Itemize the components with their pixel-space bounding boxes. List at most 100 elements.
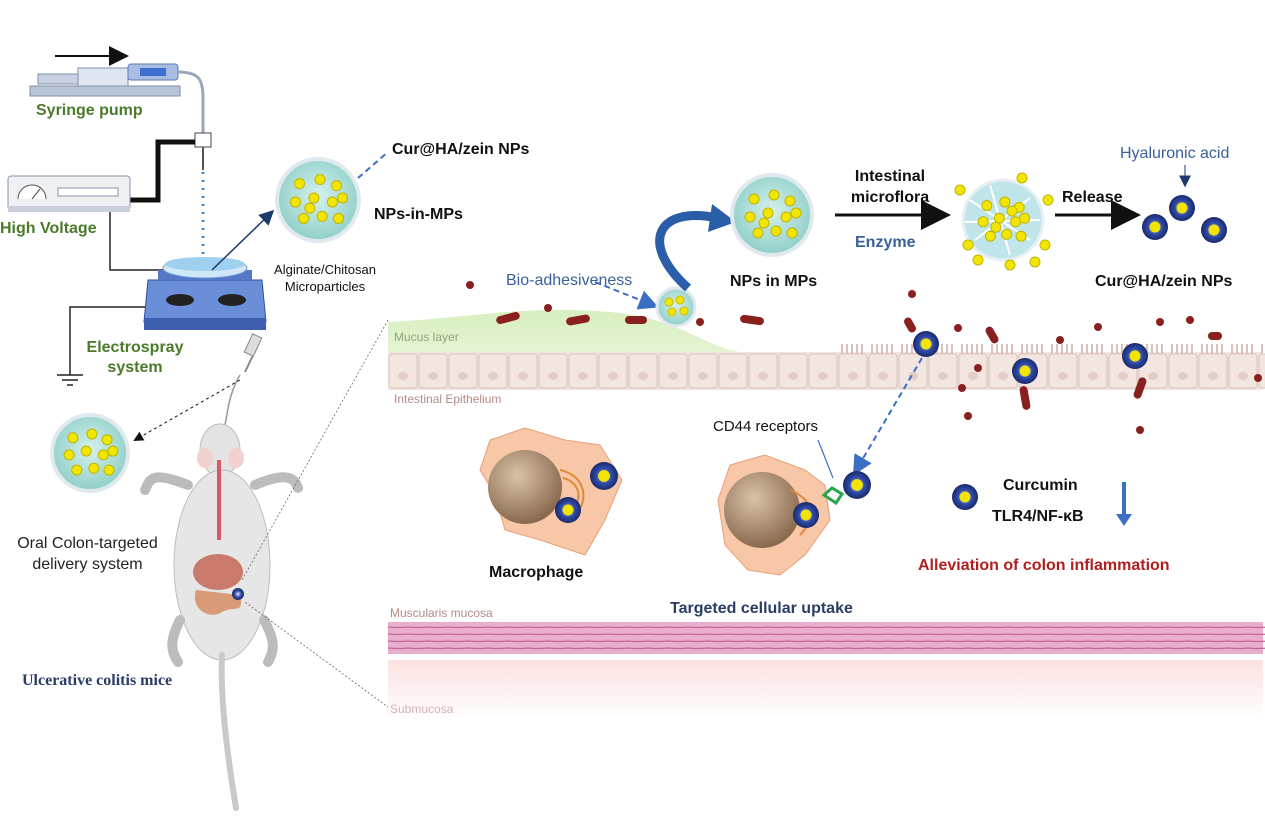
- coccus-bacterium: [1156, 318, 1164, 326]
- coccus-bacterium: [908, 290, 916, 298]
- cd44-receptors-label: CD44 receptors: [713, 418, 819, 435]
- yellow-nanoparticle-dot: [101, 434, 113, 446]
- epithelial-cell: [658, 353, 688, 389]
- cell-nucleus: [698, 372, 708, 380]
- yellow-nanoparticle-dot: [1015, 230, 1027, 242]
- enzyme-label: Enzyme: [855, 234, 916, 251]
- rod-bacterium: [1208, 332, 1222, 340]
- muscle-fibre: [387, 647, 1265, 650]
- high-voltage-generator-icon: [7, 175, 131, 212]
- syringe-pump-icon: [29, 46, 205, 135]
- yellow-nanoparticle-dot: [990, 221, 1002, 233]
- rod-bacterium: [904, 317, 916, 333]
- epithelial-cell: [538, 353, 568, 389]
- high-voltage-label: High Voltage: [0, 220, 97, 237]
- muscle-fibre: [387, 640, 1265, 643]
- yellow-nanoparticle-dot: [86, 428, 98, 440]
- hyaluronic-acid-label: Hyaluronic acid: [1120, 145, 1230, 162]
- nps-in-mps-lumen-label: NPs in MPs: [730, 273, 818, 290]
- cell-nucleus: [668, 372, 678, 380]
- curcumin-core: [1176, 202, 1188, 214]
- oral-system-label-1: Oral Colon-targeted: [17, 535, 158, 552]
- rod-bacterium: [1019, 386, 1031, 410]
- coccus-bacterium: [1094, 323, 1102, 331]
- bio-adhesiveness-label: Bio-adhesiveness: [506, 272, 633, 289]
- yellow-nanoparticle-dot: [294, 178, 306, 190]
- wire-icon: [57, 139, 195, 386]
- curcumin-core: [1149, 221, 1161, 233]
- bacteria-group: [466, 281, 1262, 434]
- coccus-bacterium: [696, 318, 704, 326]
- cell-nucleus: [848, 372, 858, 380]
- yellow-nanoparticle-dot: [744, 211, 756, 223]
- cd44-receptor-icon: [821, 486, 845, 506]
- yellow-nanoparticle-dot: [780, 211, 792, 223]
- cell-nucleus: [1058, 372, 1068, 380]
- epithelial-cell: [1258, 353, 1265, 389]
- curcumin-core: [1208, 224, 1220, 236]
- microflora-label-2: microflora: [850, 189, 930, 206]
- yellow-nanoparticle-dot: [314, 174, 326, 185]
- cell-nucleus: [1178, 372, 1188, 380]
- epithelial-cell: [1228, 353, 1258, 389]
- alginate-chitosan-label-2: Microparticles: [284, 279, 366, 294]
- yellow-nanoparticle-dot: [977, 216, 989, 228]
- tissue-section: [387, 309, 1265, 720]
- coccus-bacterium: [964, 412, 972, 420]
- yellow-nanoparticle-dot: [103, 464, 115, 476]
- yellow-nanoparticle-dot: [1019, 212, 1031, 224]
- coccus-bacterium: [466, 281, 474, 289]
- rod-bacterium: [1133, 377, 1147, 399]
- epithelial-cell: [1078, 353, 1108, 389]
- macrophage-cell-icon: [479, 427, 623, 556]
- yellow-nanoparticle-dot: [71, 464, 83, 476]
- rod-bacterium: [985, 326, 999, 344]
- epithelial-cell: [598, 353, 628, 389]
- cur-ha-zein-nps-label: Cur@HA/zein NPs: [392, 141, 530, 158]
- yellow-nanoparticle-dot: [1001, 228, 1013, 240]
- yellow-nanoparticle-dot: [770, 225, 782, 237]
- yellow-nanoparticle-dot: [762, 207, 774, 219]
- epithelial-cell: [958, 353, 988, 389]
- cell-nucleus: [788, 372, 798, 380]
- rod-bacterium: [496, 311, 520, 325]
- muscle-fibre: [387, 626, 1265, 629]
- degrading-mp-nanoparticles-group: [954, 172, 1054, 271]
- targeted-uptake-label: Targeted cellular uptake: [670, 600, 853, 617]
- coccus-bacterium: [958, 384, 966, 392]
- rod-bacterium: [740, 314, 764, 326]
- yellow-nanoparticle-dot: [784, 195, 796, 207]
- epithelial-cell: [748, 353, 778, 389]
- epithelial-cell: [568, 353, 598, 389]
- cell-nucleus: [398, 372, 408, 380]
- curcumin-core: [800, 509, 812, 521]
- microflora-label-1: Intestinal: [854, 168, 926, 185]
- released-dot: [954, 184, 966, 196]
- yellow-nanoparticle-dot: [88, 462, 100, 474]
- colitis-mice-label: Ulcerative colitis mice: [22, 672, 173, 689]
- release-label: Release: [1062, 189, 1123, 206]
- colon-inflammation-label: Alleviation of colon inflammation: [918, 557, 1170, 574]
- epithelial-cell: [868, 353, 898, 389]
- yellow-nanoparticle-dot: [326, 196, 338, 208]
- epithelial-cell: [418, 353, 448, 389]
- curcumin-core: [562, 504, 574, 516]
- coccus-bacterium: [974, 364, 982, 372]
- released-nps-label: Cur@HA/zein NPs: [1095, 273, 1233, 290]
- coccus-bacterium: [954, 324, 962, 332]
- released-dot: [1016, 172, 1028, 184]
- yellow-nanoparticle-dot: [330, 180, 342, 192]
- cell-nucleus: [518, 372, 528, 380]
- muscularis-label: Muscularis mucosa: [390, 606, 493, 620]
- epithelial-cell: [778, 353, 808, 389]
- epithelial-cell: [1048, 353, 1078, 389]
- tlr4-pathway-label: TLR4/NF-κB: [992, 508, 1084, 525]
- released-dot: [962, 239, 974, 251]
- cell-nucleus: [1148, 372, 1158, 380]
- cell-nucleus: [998, 372, 1008, 380]
- cell-nucleus: [818, 372, 828, 380]
- epithelial-cell: [838, 353, 868, 389]
- spray-nozzle-icon: [194, 132, 212, 262]
- yellow-nanoparticle-dot: [981, 200, 993, 212]
